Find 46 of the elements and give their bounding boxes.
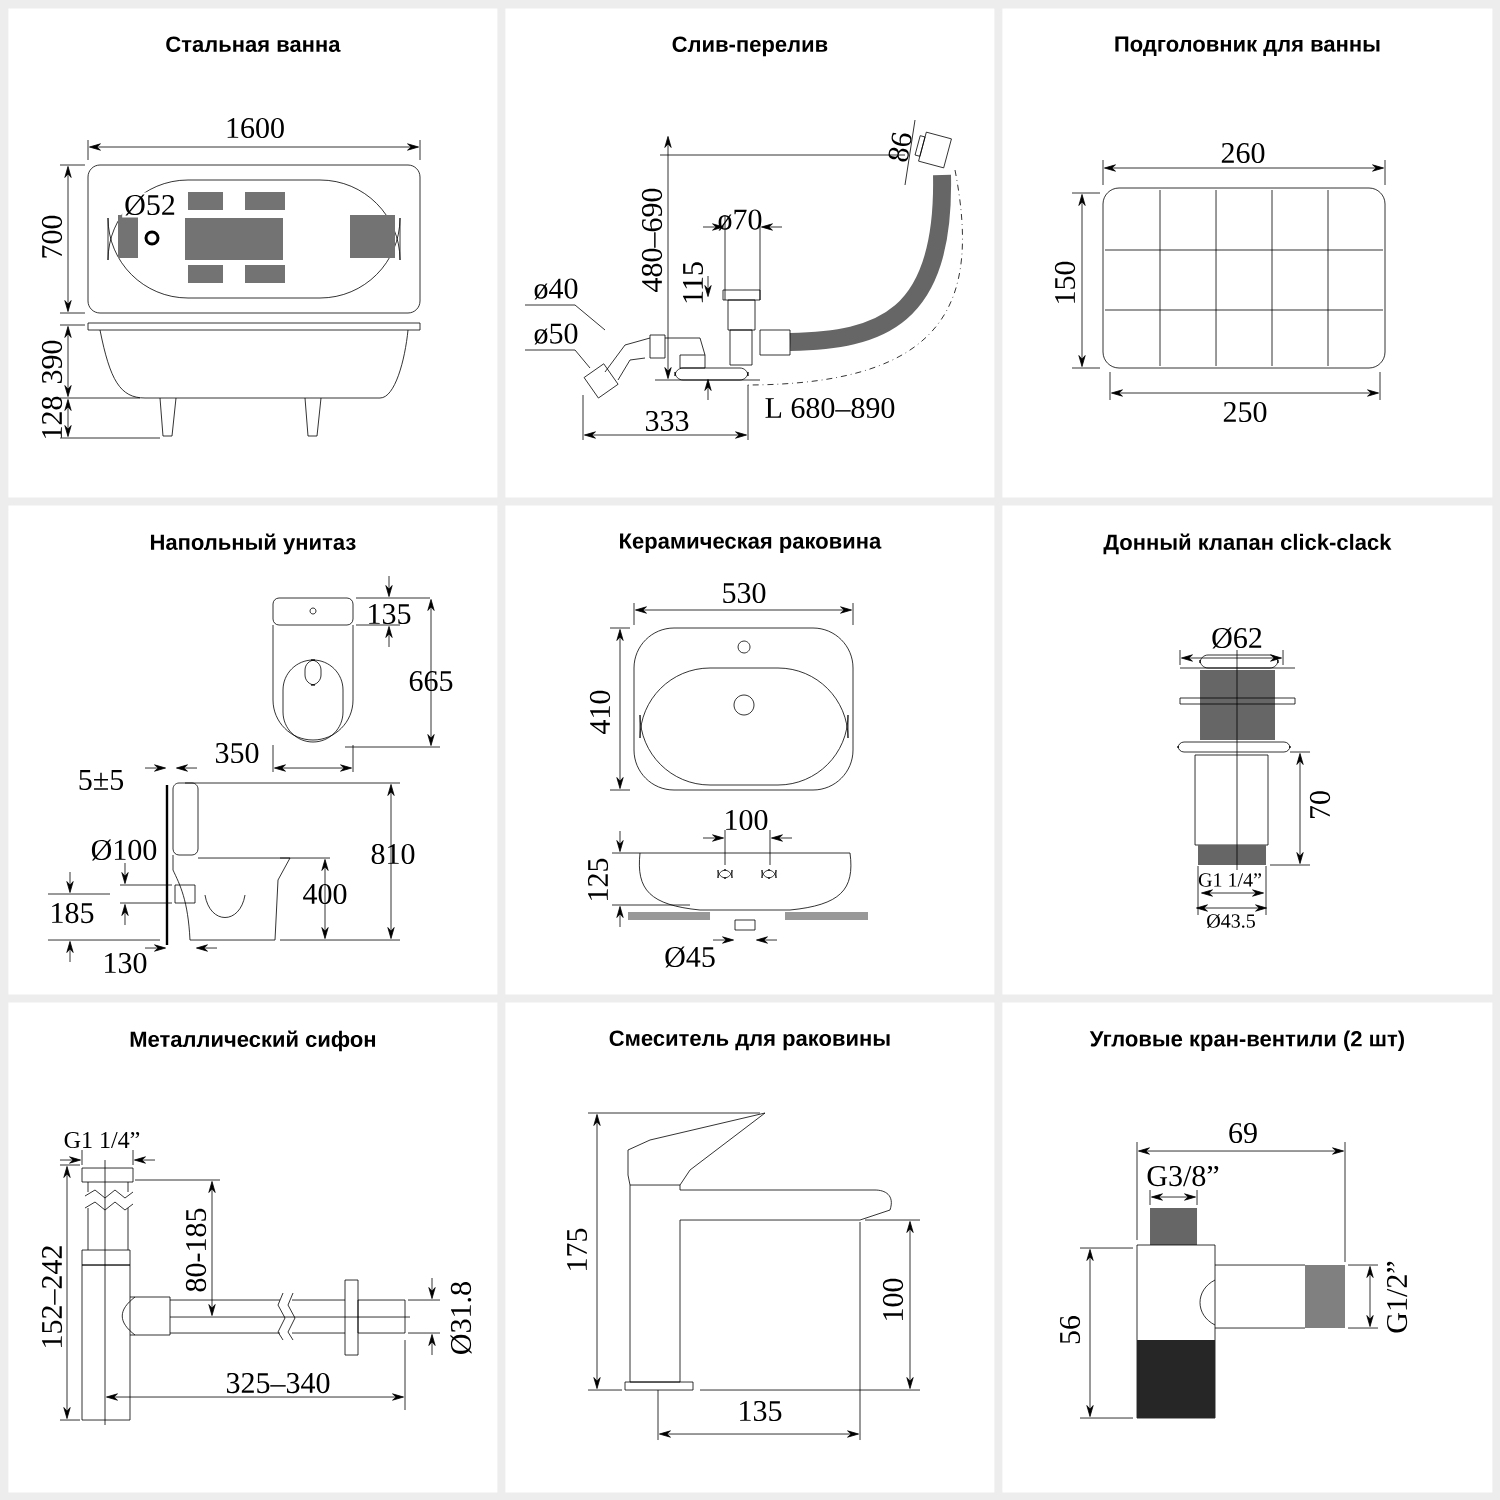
dimension-label: 70	[1309, 791, 1331, 819]
dimension-label: 130	[105, 952, 147, 974]
dimension-label: 480–690	[641, 188, 663, 292]
dimension-label: 175	[566, 1228, 588, 1270]
dimension-label: 1600	[227, 117, 284, 139]
dimension-label: ø70	[718, 209, 762, 231]
dimension-label: 69	[1229, 1122, 1257, 1144]
dimension-label: 325–340	[226, 1372, 330, 1394]
dimension-label: 80-185	[185, 1208, 207, 1292]
dimension-label: 260	[1221, 142, 1265, 164]
dimension-label: 185	[52, 902, 94, 924]
dimension-label: 128	[41, 396, 63, 438]
dimension-label: 333	[645, 410, 689, 432]
dimension-label: 390	[41, 340, 63, 384]
dimension-label: 56	[1059, 1315, 1081, 1344]
dimension-label: 250	[1223, 401, 1267, 423]
dimension-label: Ø45	[665, 946, 715, 968]
dimension-label: 5±5	[79, 770, 124, 790]
dimension-label: 135	[740, 1400, 782, 1422]
dimension-label: 100	[882, 1278, 904, 1320]
dimension-label: 115	[682, 262, 704, 303]
dimension-label: G1 1/4”	[1198, 873, 1261, 887]
dimension-label: L 680–890	[765, 397, 895, 419]
dimension-label: Ø62	[1212, 627, 1262, 649]
dimension-label: Ø100	[91, 839, 157, 861]
dimension-label: ø40	[534, 278, 578, 300]
dimension-label: 125	[587, 858, 609, 900]
dimension-label: 410	[589, 690, 611, 734]
dimension-label: Ø43.5	[1207, 913, 1255, 929]
dimension-label: 665	[409, 670, 453, 692]
dimension-label: 150	[1054, 261, 1076, 303]
dimension-label: G3/8”	[1147, 1165, 1219, 1187]
dimension-label: 810	[371, 843, 415, 865]
dimension-label: 135	[369, 603, 411, 625]
dimension-label: G1 1/4”	[64, 1131, 140, 1149]
dimension-label: 100	[726, 809, 768, 831]
dimension-label: ø50	[534, 323, 578, 345]
dimension-label: G1/2”	[1386, 1261, 1408, 1333]
dimension-label: 350	[215, 742, 259, 764]
dimension-label: Ø31.8	[450, 1282, 472, 1354]
dimension-label: 152–242	[41, 1246, 63, 1347]
dimension-label: 700	[41, 215, 63, 258]
dimension-label: 400	[303, 883, 347, 905]
dimension-label: Ø52	[122, 192, 178, 218]
dimension-label: 86	[888, 132, 912, 162]
dimension-label: 530	[723, 582, 766, 604]
